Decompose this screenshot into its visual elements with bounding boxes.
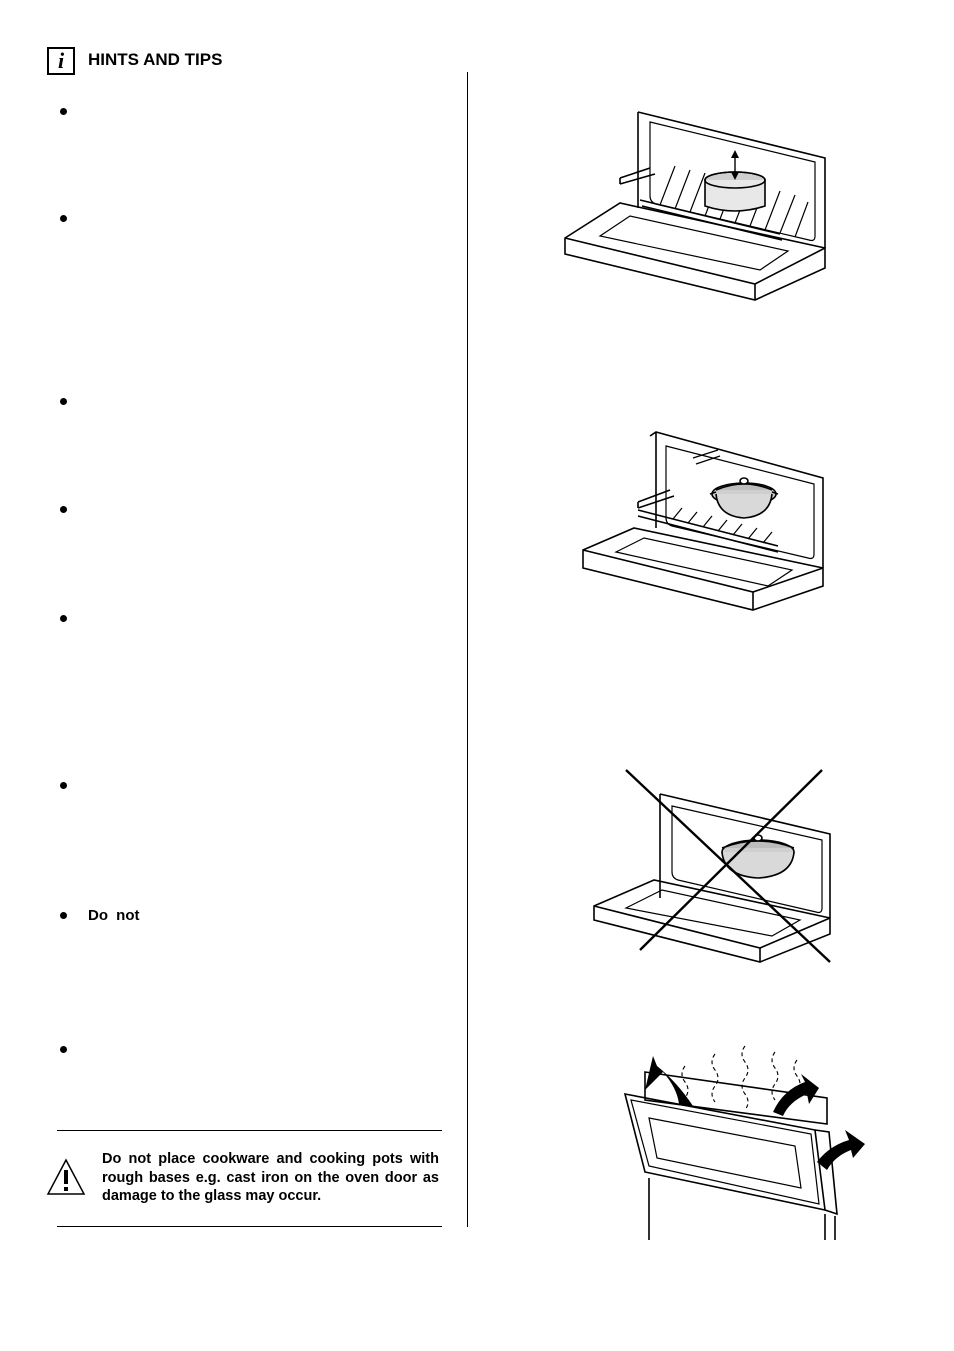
bullet-text: Do not [88, 907, 140, 924]
oven-door-casserole-crossed-illustration [593, 769, 831, 963]
bullet-icon [60, 782, 67, 789]
bullet-icon [60, 506, 67, 513]
oven-shelf-pot-clearance-illustration [564, 111, 826, 301]
oven-door-steam-release-illustration [623, 1045, 865, 1240]
bullet-icon [60, 615, 67, 622]
oven-shelf-casserole-illustration [582, 431, 824, 611]
bullet-icon [60, 398, 67, 405]
bullet-icon [60, 215, 67, 222]
info-icon: i [47, 47, 75, 75]
warning-top-rule [57, 1130, 442, 1131]
section-heading: HINTS AND TIPS [88, 50, 223, 69]
warning-triangle-icon [46, 1158, 86, 1195]
column-divider [467, 72, 468, 1227]
bullet-icon [60, 1046, 67, 1053]
warning-bottom-rule [57, 1226, 442, 1227]
bullet-icon [60, 912, 67, 919]
bullet-icon [60, 108, 67, 115]
warning-text: Do not place cookware and cooking pots w… [102, 1151, 439, 1204]
